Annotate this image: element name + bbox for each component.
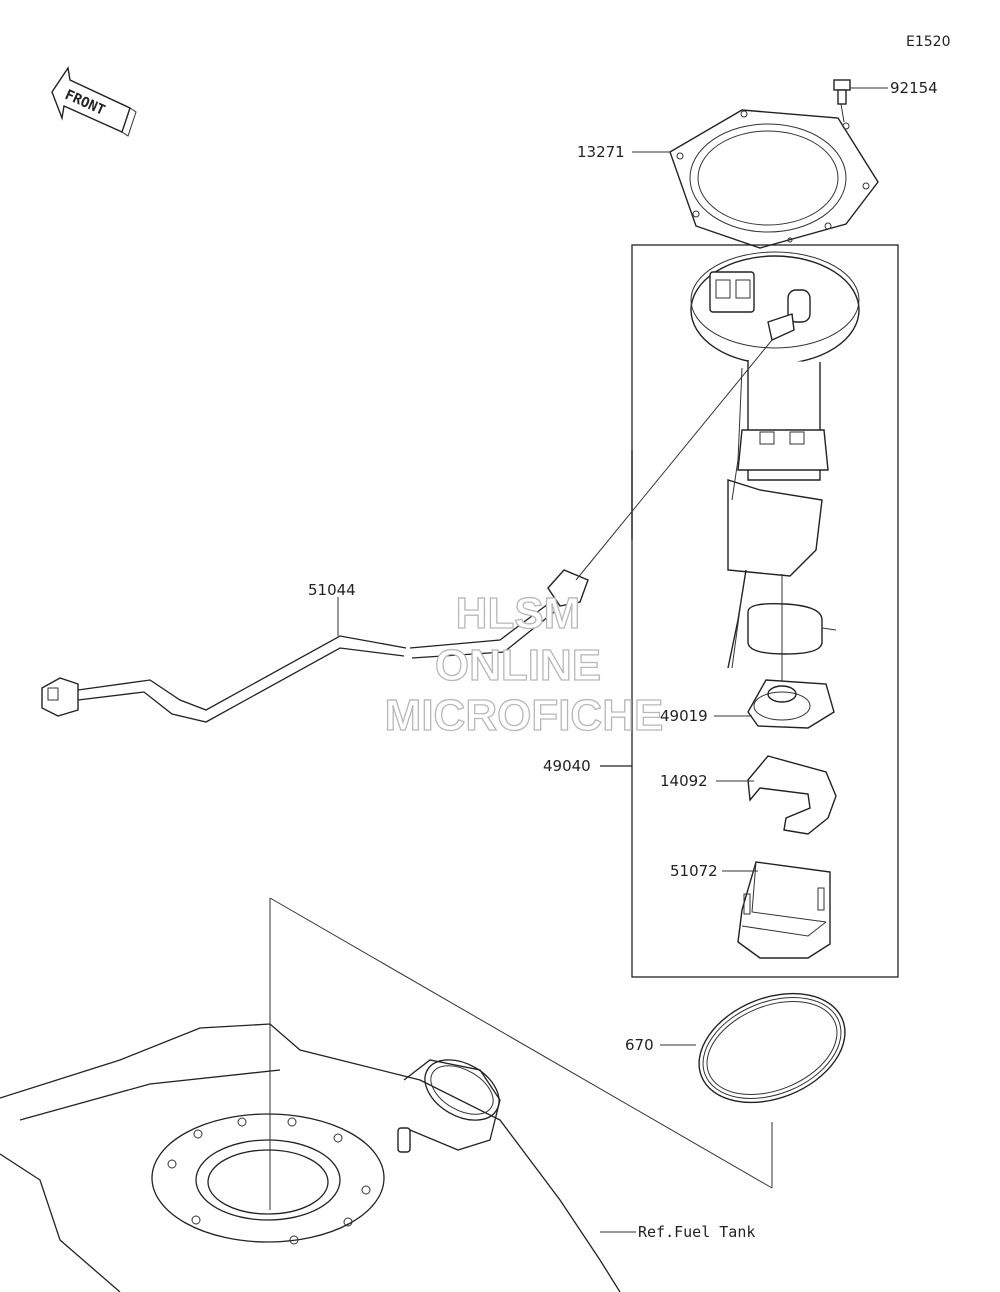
watermark: HLSM ONLINE MICROFICHE [384, 588, 664, 740]
part-number-13271: 13271 [577, 143, 625, 161]
part-number-670: 670 [625, 1036, 654, 1054]
part-number-51044: 51044 [308, 581, 356, 599]
fuel-tank-reference [0, 897, 773, 1292]
reference-label: Ref.Fuel Tank [638, 1223, 755, 1241]
filter-49019 [714, 679, 835, 729]
front-direction-arrow: FRONT [51, 66, 137, 137]
diagram-code: E1520 [906, 34, 950, 50]
fuel-pump-unit [690, 237, 860, 690]
watermark-line-1: HLSM [456, 589, 581, 638]
harness-51044 [41, 339, 773, 723]
part-number-14092: 14092 [660, 772, 708, 790]
part-number-92154: 92154 [890, 79, 938, 97]
bolt-92154 [833, 79, 888, 105]
watermark-line-3: MICROFICHE [385, 691, 664, 740]
holder-14092 [716, 755, 837, 835]
part-number-51072: 51072 [670, 862, 718, 880]
part-number-49019: 49019 [660, 707, 708, 725]
part-number-49040: 49040 [543, 757, 591, 775]
watermark-line-2: ONLINE [435, 641, 601, 690]
pump-assembly-bracket [600, 450, 633, 767]
cover-51072 [722, 861, 831, 959]
pump-assembly-frame [631, 244, 899, 978]
gasket-13271 [632, 103, 879, 249]
o-ring-670 [660, 992, 846, 1104]
